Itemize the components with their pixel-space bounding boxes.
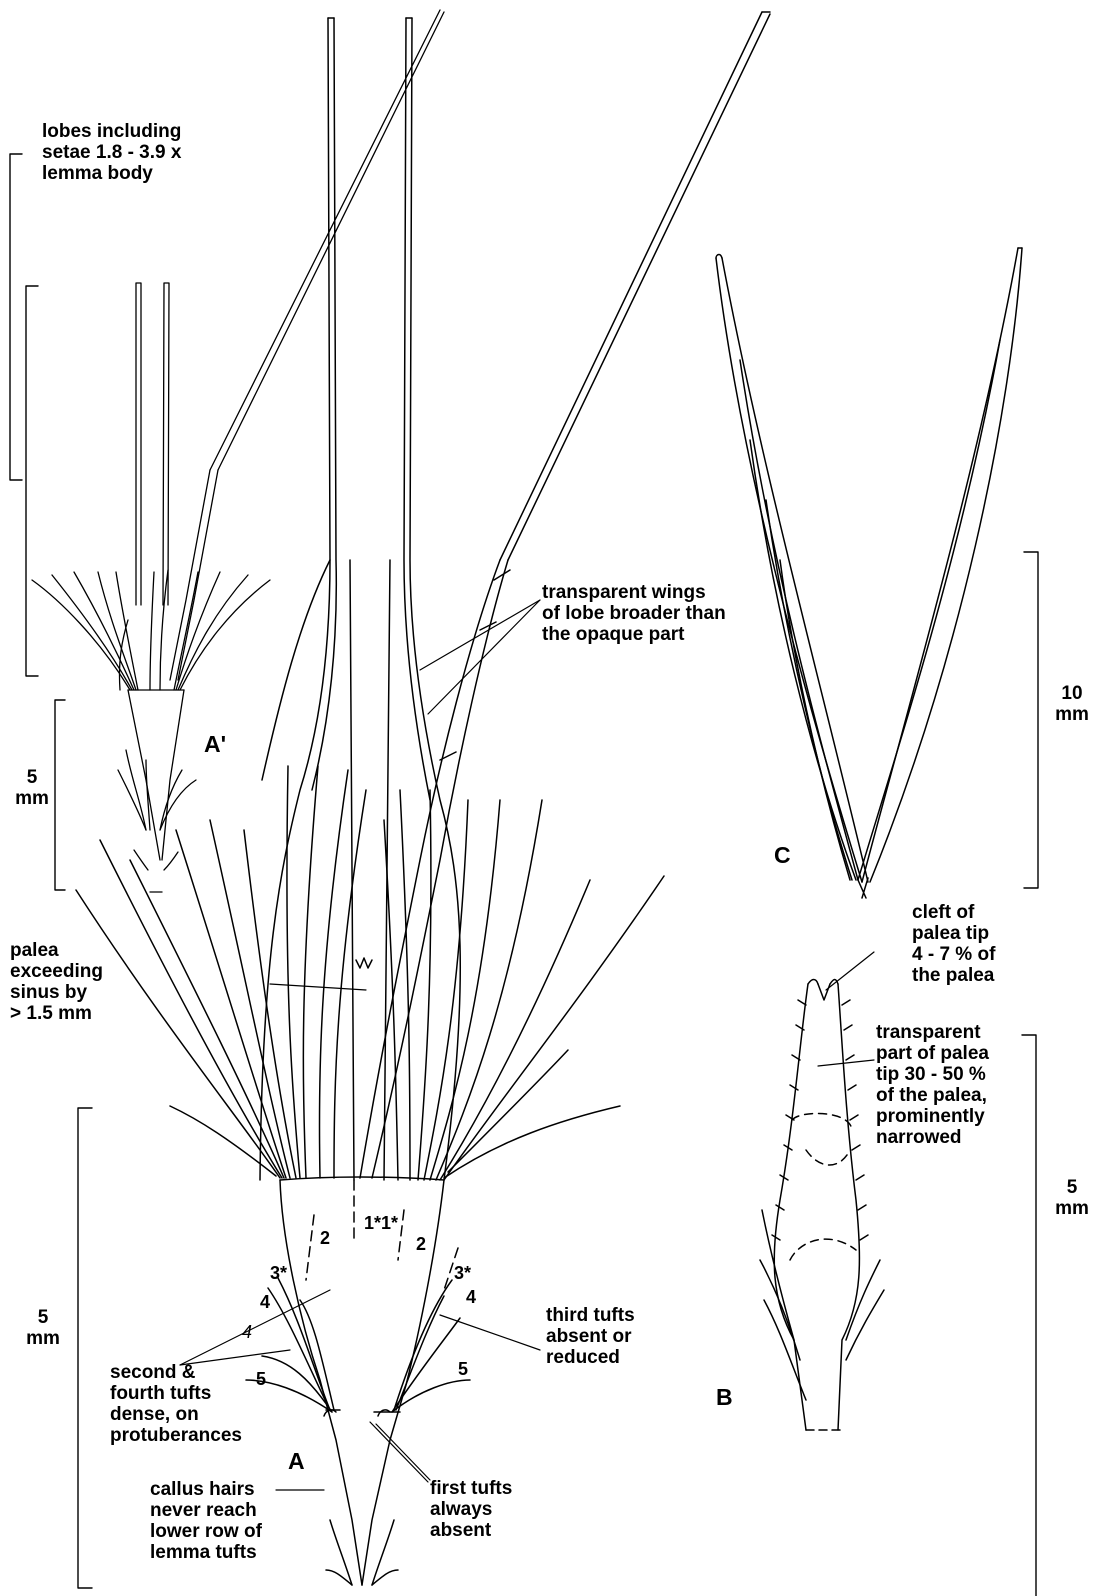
scale-bar-lobes	[10, 154, 22, 480]
wings-annotation: transparent wings of lobe broader than t…	[542, 582, 726, 645]
scale-label-a-prime: 5 mm	[12, 767, 52, 809]
tuft-number-1-star: 1*1*	[364, 1214, 398, 1232]
scale-bar-a	[78, 1108, 92, 1588]
scale-label-c: 10 mm	[1040, 683, 1104, 725]
scale-label-b: 5 mm	[1040, 1177, 1104, 1219]
figure-a	[76, 12, 770, 1585]
scale-bar-c	[1024, 552, 1038, 888]
tuft-number-3-star-right: 3*	[454, 1264, 471, 1282]
tuft-number-5-right: 5	[458, 1360, 468, 1378]
tuft-number-2-right: 2	[416, 1235, 426, 1253]
panel-label-c: C	[774, 843, 791, 867]
lobes-annotation: lobes including setae 1.8 - 3.9 x lemma …	[42, 121, 181, 184]
tuft-number-3-star-left: 3*	[270, 1264, 287, 1282]
palea-sinus-annotation: palea exceeding sinus by > 1.5 mm	[10, 940, 103, 1024]
transparent-palea-annotation: transparent part of palea tip 30 - 50 % …	[876, 1022, 989, 1148]
second-fourth-tufts-annotation: second & fourth tufts dense, on protuber…	[110, 1362, 242, 1446]
scale-label-a: 5 mm	[18, 1307, 68, 1349]
leader-lines	[180, 600, 874, 1490]
tuft-number-4-left: 4	[260, 1293, 270, 1311]
tuft-number-5-left: 5	[256, 1370, 266, 1388]
scale-bar-a-prime	[55, 700, 65, 890]
cleft-annotation: cleft of palea tip 4 - 7 % of the palea	[912, 902, 995, 986]
panel-label-a-prime: A'	[204, 732, 226, 756]
tuft-number-2-left: 2	[320, 1229, 330, 1247]
figure-c	[716, 248, 1022, 898]
third-tufts-annotation: third tufts absent or reduced	[546, 1305, 635, 1368]
first-tufts-annotation: first tufts always absent	[430, 1478, 512, 1541]
panel-label-a: A	[288, 1449, 305, 1473]
panel-label-b: B	[716, 1385, 733, 1409]
callus-hairs-annotation: callus hairs never reach lower row of le…	[150, 1479, 262, 1563]
figure-b	[760, 980, 884, 1431]
tuft-number-4-left-italic: 4	[242, 1323, 252, 1341]
tuft-number-4-right: 4	[466, 1288, 476, 1306]
scale-bar-b	[1022, 1035, 1036, 1596]
scale-bar-a-prime-lemma	[26, 286, 38, 676]
